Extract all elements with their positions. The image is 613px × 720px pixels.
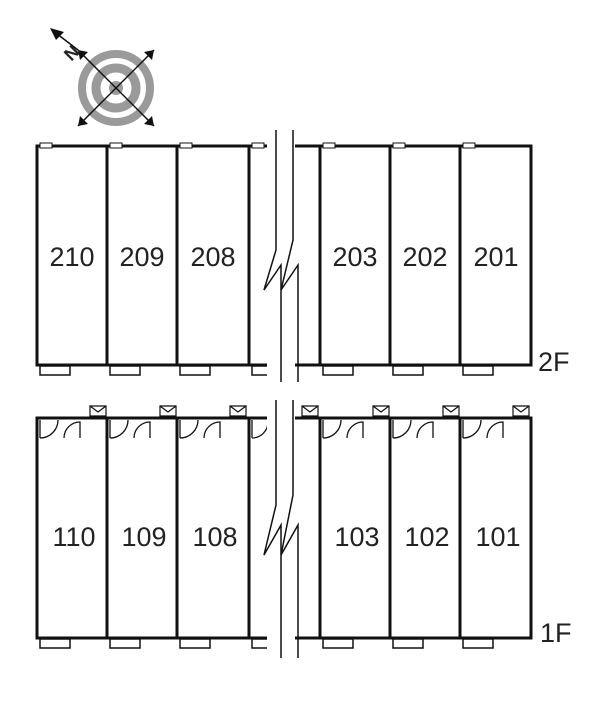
meter-box-icons: [89, 405, 530, 417]
room-number: 203: [332, 242, 377, 272]
room-number: 102: [404, 522, 449, 552]
room-number: 110: [52, 522, 95, 552]
room-number: 109: [121, 522, 166, 552]
room-number: 210: [49, 242, 94, 272]
room-number: 201: [473, 242, 518, 272]
room-number: 101: [475, 522, 520, 552]
balcony-row-2f: [39, 365, 494, 376]
room-number: 108: [192, 522, 237, 552]
room-number: 208: [190, 242, 235, 272]
room-number: 209: [119, 242, 164, 272]
room-number: 202: [402, 242, 447, 272]
floor-2f: 210 209 208 203 202 201 2F: [35, 130, 570, 382]
floor-label-2f: 2F: [538, 347, 570, 377]
north-label: N: [60, 41, 83, 64]
floor-label-1f: 1F: [540, 618, 572, 648]
door-swing-icons: [39, 419, 504, 439]
floor-1f: 110 109 108 103 102 101 1F: [35, 400, 572, 658]
compass-rose-icon: N: [50, 28, 155, 127]
balcony-row-1f: [39, 638, 494, 649]
room-number: 103: [334, 522, 379, 552]
